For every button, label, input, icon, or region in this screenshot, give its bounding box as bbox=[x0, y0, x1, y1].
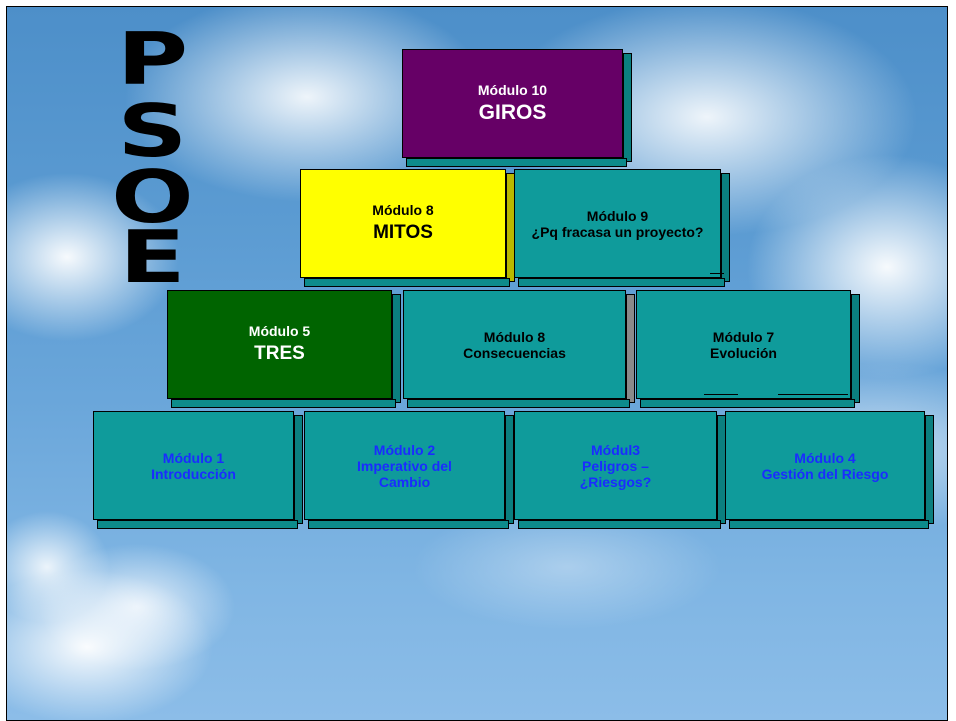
logo-letter-p: P bbox=[116, 17, 189, 101]
module-block-consecuencias: Módulo 8 Consecuencias bbox=[403, 290, 635, 408]
module-title-cont: Cambio bbox=[378, 473, 431, 490]
module-block-4: Módulo 4 Gestión del Riesgo bbox=[725, 411, 934, 529]
module-number: Módulo 7 bbox=[712, 328, 775, 345]
block-bottom bbox=[518, 520, 721, 529]
block-face: Módulo 5 TRES bbox=[167, 290, 392, 399]
block-bottom bbox=[640, 399, 855, 408]
block-bottom bbox=[406, 158, 627, 167]
module-title: TRES bbox=[254, 343, 305, 364]
edge-line bbox=[704, 394, 738, 395]
module-number: Módulo 5 bbox=[248, 323, 311, 339]
module-block-3: Módul3 Peligros – ¿Riesgos? bbox=[514, 411, 726, 529]
module-block-tres: Módulo 5 TRES bbox=[167, 290, 401, 408]
module-block-1: Módulo 1 Introducción bbox=[93, 411, 303, 529]
module-number: Módulo 2 bbox=[373, 441, 436, 458]
block-side bbox=[925, 415, 934, 524]
module-title: Evolución bbox=[710, 344, 777, 361]
module-block-fracasa: Módulo 9 ¿Pq fracasa un proyecto? bbox=[514, 169, 730, 287]
block-face: Módulo 10 GIROS bbox=[402, 49, 623, 158]
module-number: Módul3 bbox=[591, 441, 640, 458]
block-face: Módulo 8 Consecuencias bbox=[403, 290, 626, 399]
block-bottom bbox=[304, 278, 510, 287]
block-face: Módulo 4 Gestión del Riesgo bbox=[725, 411, 925, 520]
block-face: Módulo 8 MITOS bbox=[300, 169, 506, 278]
block-bottom bbox=[308, 520, 509, 529]
module-title: ¿Pq fracasa un proyecto? bbox=[531, 223, 704, 240]
block-bottom bbox=[729, 520, 929, 529]
block-side bbox=[294, 415, 303, 524]
module-block-mitos: Módulo 8 MITOS bbox=[300, 169, 515, 287]
edge-line bbox=[710, 273, 724, 274]
module-number: Módulo 8 bbox=[483, 328, 546, 345]
module-title: Gestión del Riesgo bbox=[761, 465, 889, 482]
block-bottom bbox=[97, 520, 298, 529]
block-face: Módulo 9 ¿Pq fracasa un proyecto? bbox=[514, 169, 721, 278]
module-number: Módulo 10 bbox=[477, 82, 548, 98]
block-side bbox=[392, 294, 401, 403]
module-title: MITOS bbox=[373, 222, 433, 243]
logo-letter-o: O bbox=[111, 155, 194, 239]
module-number: Módulo 8 bbox=[372, 202, 434, 218]
module-number: Módulo 9 bbox=[586, 207, 649, 224]
block-face: Módulo 2 Imperativo del Cambio bbox=[304, 411, 505, 520]
module-title-cont: ¿Riesgos? bbox=[579, 473, 652, 490]
block-side bbox=[623, 53, 632, 162]
module-block-2: Módulo 2 Imperativo del Cambio bbox=[304, 411, 514, 529]
block-bottom bbox=[171, 399, 396, 408]
block-side bbox=[851, 294, 860, 403]
block-bottom bbox=[407, 399, 630, 408]
module-block-evolucion: Módulo 7 Evolución bbox=[636, 290, 860, 408]
block-side bbox=[505, 415, 514, 524]
block-face: Módulo 1 Introducción bbox=[93, 411, 294, 520]
logo-letter-e: E bbox=[119, 215, 186, 299]
module-title: Peligros – bbox=[582, 457, 649, 474]
block-side bbox=[721, 173, 730, 282]
module-title: Imperativo del bbox=[357, 457, 452, 474]
module-title: Consecuencias bbox=[463, 344, 566, 361]
module-number: Módulo 4 bbox=[794, 449, 856, 466]
block-side bbox=[626, 294, 635, 403]
edge-line bbox=[778, 394, 848, 395]
slide: P S O E Módulo 10 GIROS Módulo 8 MITOS M… bbox=[6, 6, 948, 721]
block-face: Módulo 7 Evolución bbox=[636, 290, 851, 399]
module-title: GIROS bbox=[478, 101, 547, 124]
block-bottom bbox=[518, 278, 725, 287]
block-face: Módul3 Peligros – ¿Riesgos? bbox=[514, 411, 717, 520]
module-title: Introducción bbox=[151, 465, 236, 482]
logo-letter-s: S bbox=[117, 89, 188, 173]
module-number: Módulo 1 bbox=[162, 449, 225, 466]
module-block-giros: Módulo 10 GIROS bbox=[402, 49, 632, 167]
